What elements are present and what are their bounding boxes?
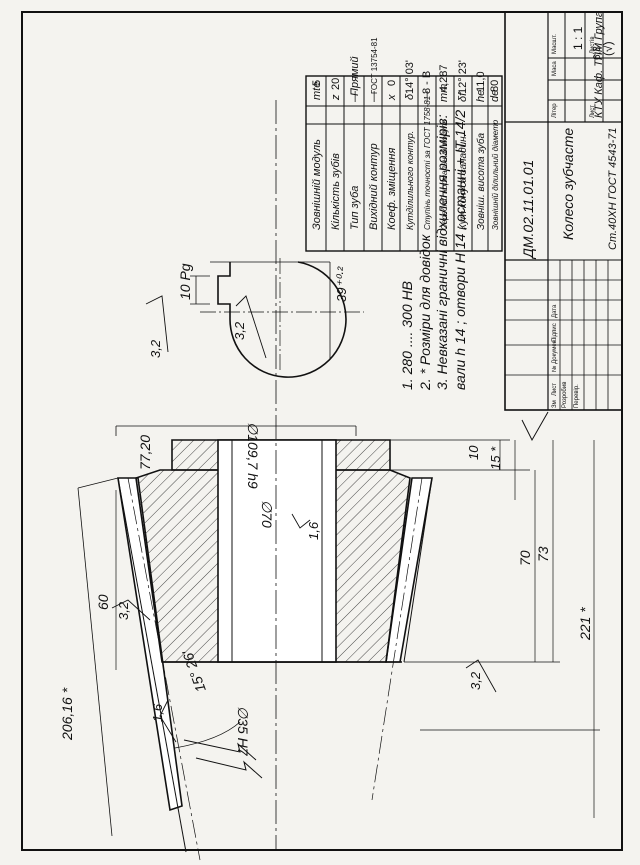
param-name: Кут конуса западин.	[458, 134, 469, 230]
param-value: 8 - B	[421, 71, 433, 94]
param-value: 11,0	[475, 71, 487, 92]
param-name: Кутділильного контур.	[405, 131, 415, 230]
param-symbol: x	[386, 94, 398, 101]
dim-face-width: 60	[95, 594, 111, 610]
rev-header-change: Зм	[552, 400, 558, 408]
rev-header-sign: Підпис	[552, 323, 558, 342]
drawing-code: ДМ.02.11.01.01	[520, 160, 536, 260]
bore	[217, 439, 337, 663]
notes: 1. 280 .... 300 HB 2. * Розміри для дові…	[399, 110, 468, 391]
keyway-width-label: 10 Pg	[177, 263, 193, 300]
title-block	[504, 11, 623, 411]
keyway-view: 10 Pg 39⁺⁰·² 3,2 3,2	[145, 258, 364, 378]
param-value: ГОСТ 13754-81	[370, 37, 379, 94]
dim-221: 221 *	[577, 607, 593, 641]
note-line: 2. * Розміри для довідок	[417, 233, 433, 391]
dim-70: 70	[517, 550, 533, 566]
sheets-header: Листів	[590, 36, 596, 54]
param-symbol: z	[330, 94, 342, 101]
note-line: 1. 280 .... 300 HB	[399, 281, 415, 390]
param-symbol: —	[368, 91, 380, 102]
param-value: 14° 03'	[404, 60, 416, 94]
param-name: Ступінь точності за ГОСТ 1758-81	[423, 96, 432, 230]
tooth-upper	[117, 477, 183, 812]
dim-edge: 77,20	[137, 435, 153, 470]
material: Ст.40ХН ГОСТ 4543-71	[607, 127, 619, 250]
dim-hub-diameter: ∅109,7 h9	[245, 422, 261, 489]
param-symbol: mm	[438, 84, 450, 102]
organisation: КТУ Каф. ТПМ Група	[593, 11, 605, 118]
keyway-rough-label: 3,2	[232, 321, 247, 340]
keyway-depth-label: 39⁺⁰·²	[334, 266, 349, 302]
dim-bore-diameter: ∅35 H7	[235, 706, 251, 757]
param-symbol: he	[475, 90, 487, 102]
note-line: 3. Невказані граничні відхилення розмірі…	[434, 114, 450, 390]
param-name: Вихідний контур	[368, 143, 380, 230]
rev-header-doc: № Докумен.	[551, 338, 558, 372]
keyway-rough-left: 3,2	[148, 339, 163, 358]
row-checker: Перевір.	[574, 384, 580, 408]
param-symbol: mte	[311, 82, 323, 100]
litera-header: Літер	[552, 103, 558, 118]
param-name: Зовнішній ділильний діаметр	[491, 119, 500, 230]
dim-outer-radius: 206,16 *	[59, 687, 75, 741]
dim-mid-diameter: ∅70	[259, 500, 275, 528]
rough-tooth: 3,2	[116, 601, 131, 620]
roughness-value: 6,3	[592, 46, 603, 60]
param-name: Тип зуба	[349, 186, 361, 230]
scale-value: 1 : 1	[571, 26, 585, 50]
param-name: Кількість зубів	[330, 153, 342, 230]
param-value: 0	[386, 80, 398, 86]
param-value: 4,287	[438, 64, 450, 92]
rough-hub: 3,2	[468, 671, 483, 690]
param-value: Прямий	[349, 56, 361, 96]
dim-73: 73	[535, 546, 551, 562]
row-developer: Розробив	[562, 382, 568, 408]
title-block-text: ДМ.02.11.01.01 Колесо зубчасте Ст.40ХН Г…	[520, 11, 619, 408]
param-value: 12° 23'	[457, 60, 469, 94]
sheet-frame	[21, 11, 623, 851]
param-table-text: Зовнішній модуль mte 5 Кількість зубів z…	[311, 37, 501, 230]
sheet-header: Лист	[590, 105, 596, 118]
rev-header-sheet: Лист	[552, 383, 558, 396]
rev-header-date: Дата	[552, 304, 558, 318]
param-value: 80	[489, 80, 501, 92]
param-table-screen	[305, 75, 503, 252]
param-name: Зовнішній модуль	[311, 139, 323, 230]
param-value: 20	[330, 78, 342, 90]
param-name: Коеф. зміщення	[386, 148, 398, 230]
param-symbol: —	[349, 91, 361, 102]
part-name: Колесо зубчасте	[560, 128, 576, 240]
rough-bore: 1,6	[306, 521, 321, 540]
scale-header: Масшт.	[552, 34, 558, 54]
mass-header: Маса	[552, 61, 558, 76]
param-name: Зовніш. висота зуба	[475, 132, 487, 230]
param-symbol: de	[489, 90, 501, 102]
roughness-bracket: (√)	[601, 41, 615, 56]
param-symbol: δ	[404, 93, 416, 100]
param-symbol: δf	[457, 92, 469, 102]
param-symbol: —	[421, 91, 433, 102]
dim-10: 10	[466, 445, 481, 460]
roughness-mark-general: 6,3 (√)	[592, 41, 615, 60]
rough-bottom: 1,6	[150, 703, 165, 722]
dim-15: 15 *	[488, 446, 503, 470]
param-name: Середній нормальний модуль	[440, 120, 449, 231]
note-line: вали h 14 ; отвори H 14 ; останні + IT 1…	[452, 110, 468, 390]
gear-section	[117, 100, 433, 861]
param-value: 5	[311, 80, 323, 86]
